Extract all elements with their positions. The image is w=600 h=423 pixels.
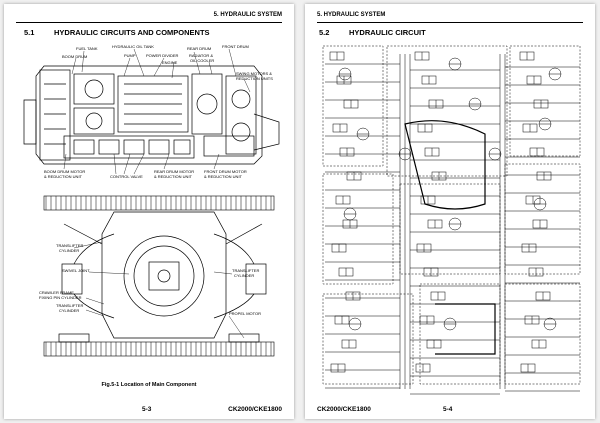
label-fuel-tank: FUEL TANK: [76, 46, 98, 51]
label-swing-motors-2: REDUCTION UNITS: [236, 76, 273, 81]
figure-caption: Fig.5-1 Location of Main Component: [101, 382, 197, 388]
label-translifter-cyl-left-1: TRANSLIFTER: [56, 243, 84, 248]
label-front-drum: FRONT DRUM: [222, 44, 249, 49]
right-page: 5. HYDRAULIC SYSTEM 5.2 HYDRAULIC CIRCUIT…: [305, 4, 595, 419]
label-translifter-cyl-left-2: CYLINDER: [59, 248, 80, 253]
label-swing-motors-1: SWING MOTORS &: [236, 71, 272, 76]
label-propel-motor: PROPEL MOTOR: [229, 311, 262, 316]
label-rear-drum: REAR DRUM: [187, 46, 212, 51]
label-boom-drum-motor-2: & REDUCTION UNIT: [44, 174, 82, 179]
label-crawler-frame-1: CRAWLER FRAME: [39, 290, 74, 295]
right-section-number: 5.2: [319, 28, 330, 37]
left-page: 5. HYDRAULIC SYSTEM 5.1 HYDRAULIC CIRCUIT…: [4, 4, 294, 419]
left-page-model: CK2000/CKE1800: [228, 406, 282, 413]
left-section-number: 5.1: [24, 28, 35, 37]
label-rear-drum-motor-1: REAR DRUM MOTOR: [154, 169, 195, 174]
left-page-header: 5. HYDRAULIC SYSTEM: [16, 10, 282, 23]
label-radiator: RADIATOR &: [189, 53, 214, 58]
label-front-drum-motor-2: & REDUCTION UNIT: [204, 174, 242, 179]
right-section-heading: 5.2 HYDRAULIC CIRCUIT: [319, 28, 426, 37]
label-boom-drum: BOOM DRUM: [62, 54, 88, 59]
upper-structure-drawing: [23, 48, 280, 357]
label-control-valve: CONTROL VALVE: [110, 174, 143, 179]
left-section-title: HYDRAULIC CIRCUITS AND COMPONENTS: [54, 28, 210, 37]
label-hydraulic-oil-tank: HYDRAULIC OIL TANK: [112, 44, 154, 49]
left-page-number: 5-3: [142, 406, 152, 413]
right-page-header: 5. HYDRAULIC SYSTEM: [317, 10, 583, 23]
hydraulic-circuit-schematic: [322, 45, 581, 395]
label-translifter-cyl-bottom-2: CYLINDER: [59, 308, 80, 313]
label-boom-drum-motor-1: BOOM DRUM MOTOR: [44, 169, 86, 174]
label-translifter-cyl-right-1: TRANSLIFTER: [232, 268, 260, 273]
label-rear-drum-motor-2: & REDUCTION UNIT: [154, 174, 192, 179]
label-power-divider: POWER DIVIDER: [146, 53, 179, 58]
label-swivel-joint: SWIVEL JOINT: [62, 268, 90, 273]
right-section-title: HYDRAULIC CIRCUIT: [349, 28, 426, 37]
label-front-drum-motor-1: FRONT DRUM MOTOR: [204, 169, 247, 174]
label-engine: ENGINE: [162, 60, 178, 65]
right-page-number: 5-4: [443, 406, 453, 413]
label-oil-cooler: OIL COOLER: [190, 58, 215, 63]
label-pump: PUMP: [124, 53, 136, 58]
label-crawler-frame-2: FIXING PIN CYLINDER: [39, 295, 82, 300]
label-translifter-cyl-bottom-1: TRANSLIFTER: [56, 303, 84, 308]
label-translifter-cyl-right-2: CYLINDER: [234, 273, 255, 278]
right-page-model: CK2000/CKE1800: [317, 406, 371, 413]
left-section-heading: 5.1 HYDRAULIC CIRCUITS AND COMPONENTS: [24, 28, 210, 37]
